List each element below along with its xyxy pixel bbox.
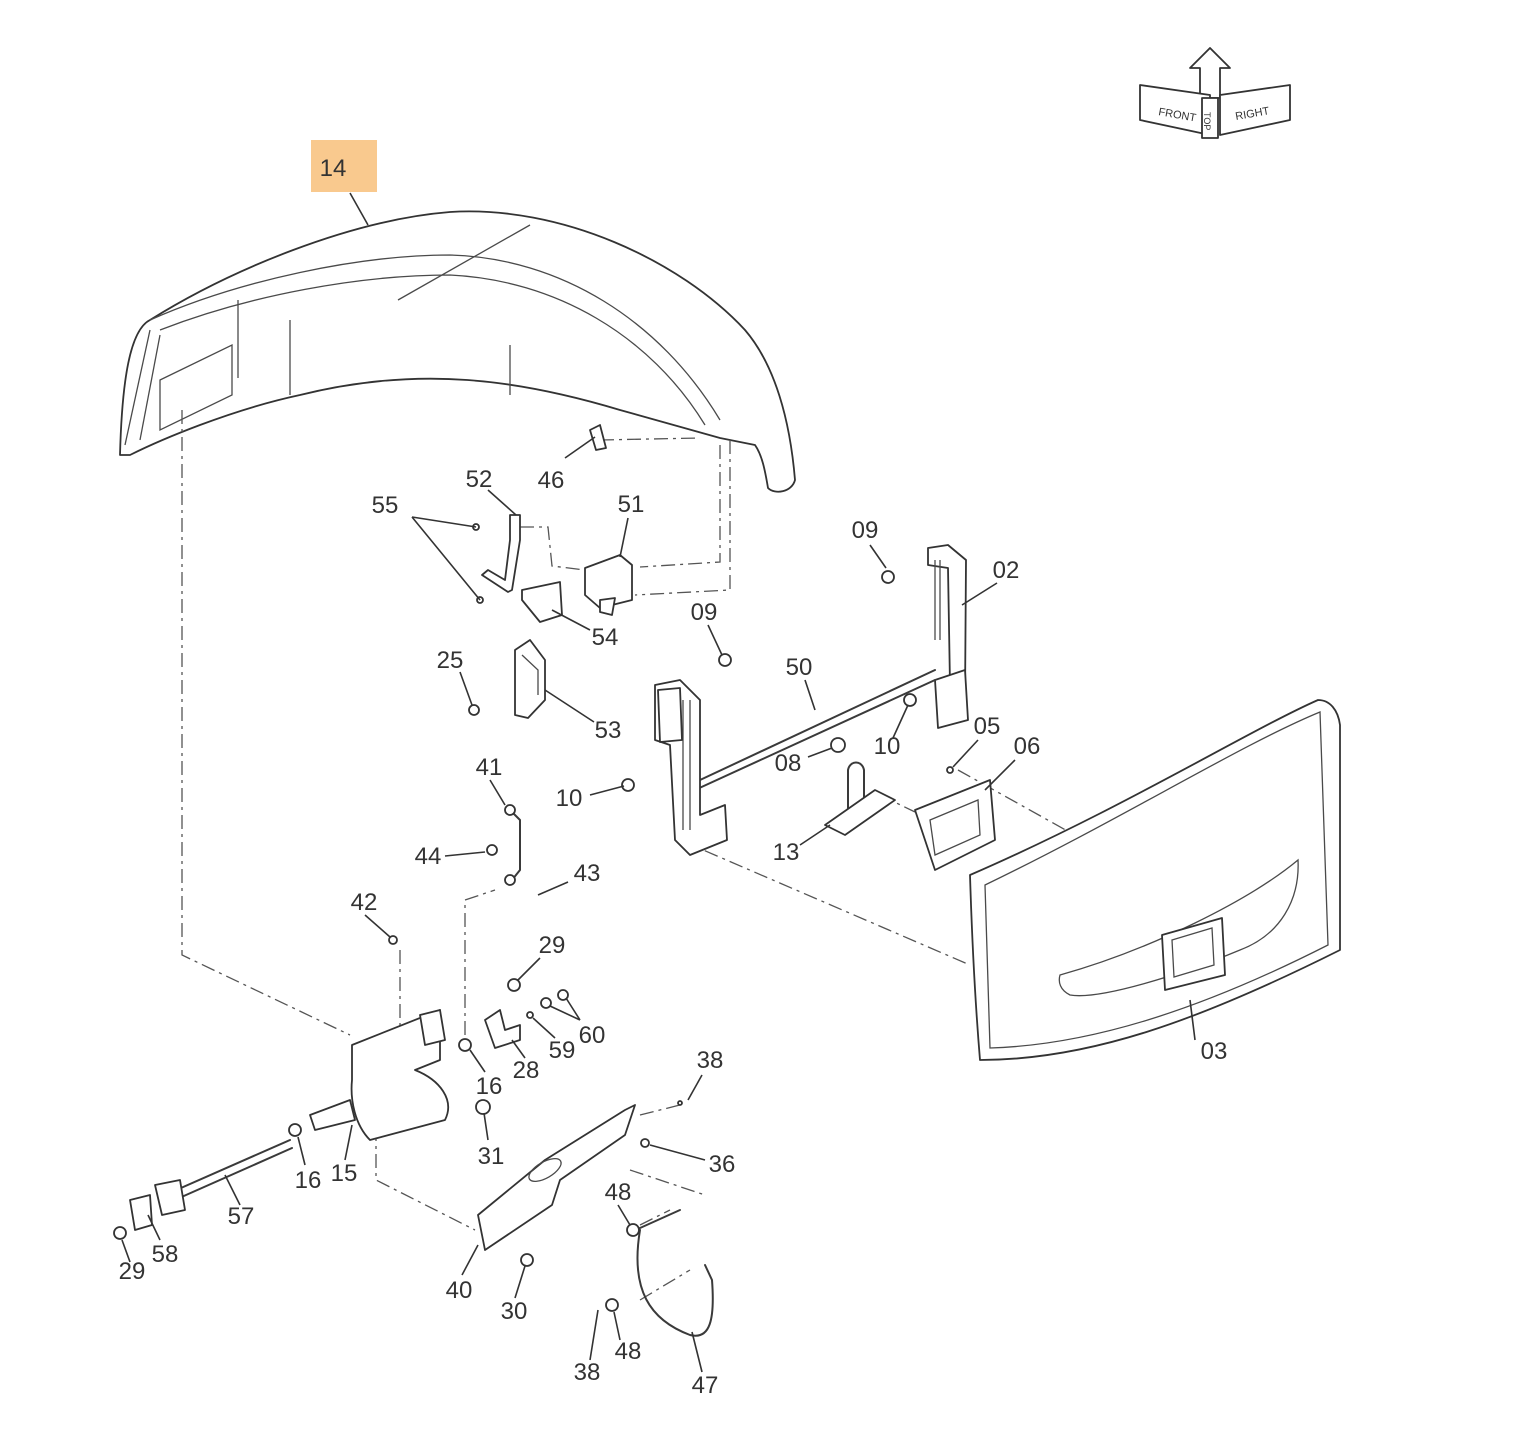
part-47-cable — [605, 1209, 714, 1337]
part-15-bracket — [129, 1009, 450, 1231]
part-50-hinge-assembly — [654, 544, 969, 856]
part-40-plate — [477, 1104, 636, 1251]
part-14-hood — [119, 210, 796, 493]
callout-05[interactable]: 05 — [974, 713, 1001, 740]
part-06-latch — [914, 779, 996, 871]
callout-02[interactable]: 02 — [993, 557, 1020, 584]
callout-09-top[interactable]: 09 — [852, 517, 879, 544]
callout-55[interactable]: 55 — [372, 492, 399, 519]
callout-08[interactable]: 08 — [775, 750, 802, 777]
callout-16-upper[interactable]: 16 — [476, 1073, 503, 1100]
callout-40[interactable]: 40 — [446, 1277, 473, 1304]
callout-42[interactable]: 42 — [351, 889, 378, 916]
latch-components — [481, 514, 633, 719]
callout-53[interactable]: 53 — [595, 717, 622, 744]
callout-44[interactable]: 44 — [415, 843, 442, 870]
callout-48-lower[interactable]: 48 — [615, 1338, 642, 1365]
callout-60[interactable]: 60 — [579, 1022, 606, 1049]
compass-right-label: RIGHT — [1234, 105, 1270, 123]
callout-36[interactable]: 36 — [709, 1151, 736, 1178]
callout-47[interactable]: 47 — [692, 1372, 719, 1399]
compass-top-label: TOP — [1202, 112, 1212, 130]
callout-25[interactable]: 25 — [437, 647, 464, 674]
leader-lines — [121, 192, 1196, 1373]
callout-51[interactable]: 51 — [618, 491, 645, 518]
callout-50[interactable]: 50 — [786, 654, 813, 681]
callout-10-left[interactable]: 10 — [556, 785, 583, 812]
callout-09-mid[interactable]: 09 — [691, 599, 718, 626]
callout-29-lower[interactable]: 29 — [119, 1258, 146, 1285]
part-13-bracket — [824, 761, 896, 836]
fasteners — [113, 424, 954, 1267]
part-03-front-panel — [969, 699, 1341, 1061]
callout-30[interactable]: 30 — [501, 1298, 528, 1325]
callout-16-lower[interactable]: 16 — [295, 1167, 322, 1194]
callout-41[interactable]: 41 — [476, 754, 503, 781]
orientation-compass: FRONT TOP RIGHT — [1139, 47, 1291, 139]
callout-54[interactable]: 54 — [592, 624, 619, 651]
highlight-box[interactable] — [311, 140, 377, 192]
callout-14[interactable]: 14 — [320, 155, 347, 182]
callout-43[interactable]: 43 — [574, 860, 601, 887]
callout-59[interactable]: 59 — [549, 1037, 576, 1064]
callout-46[interactable]: 46 — [538, 467, 565, 494]
callout-48-upper[interactable]: 48 — [605, 1179, 632, 1206]
callout-labels: 14 46 52 55 51 54 09 02 09 50 25 53 10 0… — [119, 155, 1228, 1399]
callout-15[interactable]: 15 — [331, 1160, 358, 1187]
callout-52[interactable]: 52 — [466, 466, 493, 493]
callout-13[interactable]: 13 — [773, 839, 800, 866]
callout-38-upper[interactable]: 38 — [697, 1047, 724, 1074]
callout-03[interactable]: 03 — [1201, 1038, 1228, 1065]
callout-06[interactable]: 06 — [1014, 733, 1041, 760]
linkage-rod — [504, 804, 521, 886]
callout-38-lower[interactable]: 38 — [574, 1359, 601, 1386]
callout-58[interactable]: 58 — [152, 1241, 179, 1268]
callout-31[interactable]: 31 — [478, 1143, 505, 1170]
callout-57[interactable]: 57 — [228, 1203, 255, 1230]
callout-28[interactable]: 28 — [513, 1057, 540, 1084]
part-28-bracket — [484, 1009, 521, 1049]
callout-10-right[interactable]: 10 — [874, 733, 901, 760]
callout-29-upper[interactable]: 29 — [539, 932, 566, 959]
